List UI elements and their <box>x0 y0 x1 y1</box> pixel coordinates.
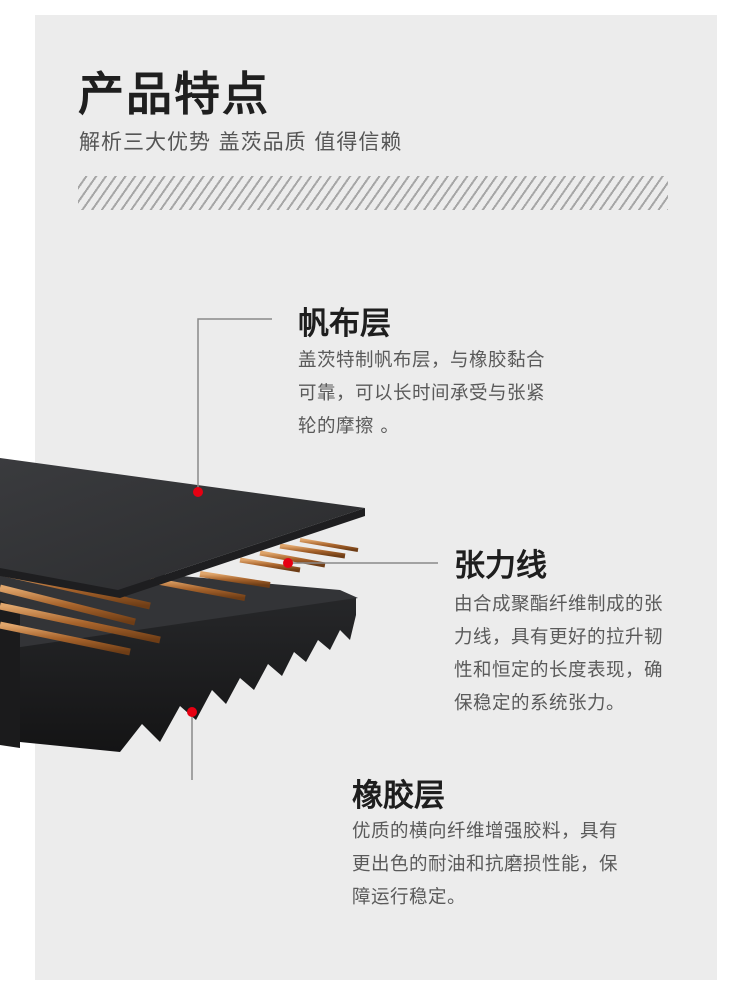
rubber-layer <box>0 560 358 752</box>
rubber-marker-dot <box>187 707 197 717</box>
canvas-marker-dot <box>193 487 203 497</box>
feature-cord-description: 由合成聚酯纤维制成的张 力线，具有更好的拉升韧 性和恒定的长度表现，确 保稳定的… <box>454 594 664 714</box>
feature-canvas-heading: 帆布层 <box>298 306 391 342</box>
tension-cords <box>0 538 359 656</box>
canvas-layer <box>0 458 365 598</box>
feature-rubber-description: 优质的横向纤维增强胶料，具有 更出色的耐油和抗磨损性能，保 障运行稳定。 <box>352 821 619 908</box>
page-subtitle: 解析三大优势 盖茨品质 值得信赖 <box>79 130 403 154</box>
feature-cord-heading: 张力线 <box>454 548 547 584</box>
feature-rubber-heading: 橡胶层 <box>352 778 445 814</box>
cord-marker-dot <box>283 558 293 568</box>
page-title: 产品特点 <box>78 67 270 121</box>
callout-lines <box>191 318 438 780</box>
feature-canvas-description: 盖茨特制帆布层，与橡胶黏合 可靠，可以长时间承受与张紧 轮的摩擦 。 <box>298 350 546 437</box>
decorative-hatch-divider <box>78 176 668 210</box>
belt-cross-section-illustration <box>0 318 438 780</box>
